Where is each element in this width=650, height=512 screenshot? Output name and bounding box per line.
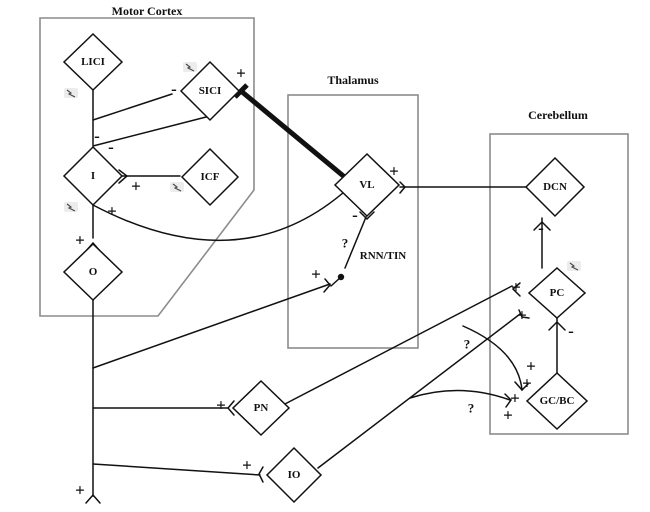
- o-label: O: [89, 266, 98, 278]
- rnn-tin-label: RNN/TIN: [360, 250, 407, 262]
- sici-label: SICI: [199, 85, 222, 97]
- question-mark: ?: [464, 337, 471, 352]
- synapse-terminal: [258, 466, 264, 483]
- gc-bc-label: GC/BC: [540, 395, 575, 407]
- question-mark: ?: [342, 236, 349, 251]
- synapse-terminal: [533, 220, 551, 231]
- thalamus-title: Thalamus: [327, 73, 379, 87]
- gc-bc-node: GC/BC: [525, 371, 589, 431]
- vl-label: VL: [359, 179, 374, 191]
- lightning-stimulus-icon: [567, 261, 581, 271]
- thalamus-region: Thalamus: [287, 73, 419, 349]
- plus-sign: +: [522, 374, 532, 393]
- plus-sign: +: [510, 389, 520, 408]
- pn-label: PN: [254, 402, 269, 414]
- minus-sign: -: [352, 206, 358, 225]
- plus-sign: +: [107, 202, 117, 221]
- sici-lower-edge: [92, 115, 211, 147]
- sici-node: SICI: [179, 60, 241, 122]
- stimulus-icons: [64, 62, 581, 271]
- pn-node: PN: [231, 379, 291, 437]
- synapse-terminal: [518, 309, 530, 319]
- vl-node: VL: [333, 152, 401, 218]
- synapse-terminal: [504, 393, 512, 408]
- pc-node: PC: [527, 266, 587, 320]
- lightning-stimulus-icon: [183, 62, 197, 72]
- synapse-terminal: [227, 400, 235, 416]
- synapse-terminal: [118, 169, 129, 184]
- lici-node: LICI: [62, 32, 124, 92]
- plus-sign: +: [236, 64, 246, 83]
- plus-sign: +: [311, 265, 321, 284]
- cerebellum-region: Cerebellum: [489, 108, 629, 435]
- dcn-label: DCN: [543, 181, 567, 193]
- synapse-terminal: [399, 181, 407, 194]
- dcn-node: DCN: [524, 156, 586, 218]
- sici-to-vl-inhibitory-edge: [239, 89, 355, 186]
- connections: [92, 83, 558, 497]
- i-label: I: [91, 170, 95, 182]
- plus-sign: +: [242, 456, 252, 475]
- minus-sign: -: [171, 80, 177, 99]
- trunk-to-io-edge: [92, 463, 261, 476]
- question-mark: ?: [468, 401, 475, 416]
- climbing-fiber-curve: [409, 389, 511, 401]
- icf-node: ICF: [180, 147, 240, 207]
- minus-sign: -: [538, 219, 544, 238]
- plus-sign: +: [75, 481, 85, 500]
- io-node: IO: [265, 446, 323, 504]
- minus-sign: -: [568, 322, 574, 341]
- plus-sign: +: [131, 177, 141, 196]
- icf-label: ICF: [201, 171, 220, 183]
- lightning-stimulus-icon: [170, 182, 184, 192]
- plus-sign: +: [503, 406, 513, 425]
- vl-to-i-curve: [92, 183, 354, 242]
- synapse-terminal: [548, 320, 566, 331]
- nodes: LICI SICI I ICF O VL RNN/TIN DCN PC: [62, 32, 589, 504]
- synapse-terminals: [85, 150, 566, 504]
- pc-label: PC: [550, 287, 565, 299]
- rnn-to-cortex-edge: [330, 276, 342, 287]
- mossy-fiber-curve: [462, 325, 523, 391]
- polarity-signs: + - - - + + + + - + - + + - + + + + + + …: [75, 64, 574, 500]
- o-node: O: [62, 242, 124, 302]
- plus-sign: +: [75, 231, 85, 250]
- plus-sign: +: [389, 162, 399, 181]
- plus-sign: +: [526, 357, 536, 376]
- io-label: IO: [288, 469, 301, 481]
- synapse-terminal: [85, 493, 101, 504]
- vl-to-rnn-edge: [344, 216, 367, 269]
- io-to-pc-edge: [317, 313, 521, 469]
- synapse-terminal: [514, 381, 529, 392]
- motor-cortex-region: Motor Cortex: [39, 4, 255, 317]
- cerebellum-title: Cerebellum: [528, 108, 588, 122]
- sici-to-chain-edge: [92, 93, 173, 121]
- lici-label: LICI: [81, 56, 105, 68]
- i-node: I: [62, 145, 124, 207]
- uncertainty-marks: ? ? ?: [342, 236, 475, 416]
- synapse-terminal: [323, 278, 331, 293]
- sici-bar-terminal: [233, 83, 249, 99]
- motor-cortex-title: Motor Cortex: [112, 4, 183, 18]
- synapse-terminal: [511, 282, 521, 297]
- minus-sign: -: [108, 138, 114, 157]
- pn-to-pc-edge: [282, 285, 513, 406]
- plus-sign: +: [517, 306, 527, 325]
- trunk-to-thalamus-edge: [92, 283, 331, 369]
- lightning-stimulus-icon: [64, 88, 78, 98]
- minus-sign: -: [94, 127, 100, 146]
- plus-sign: +: [216, 396, 226, 415]
- lightning-stimulus-icon: [64, 202, 78, 212]
- plus-sign: +: [511, 278, 521, 297]
- synapse-terminal: [359, 211, 375, 221]
